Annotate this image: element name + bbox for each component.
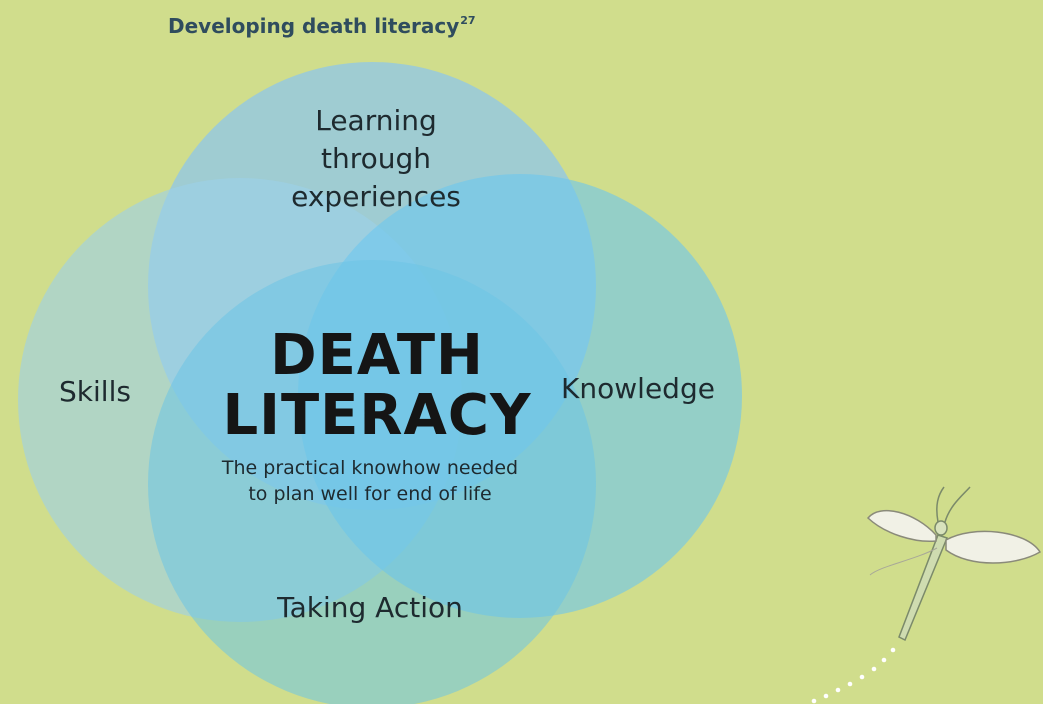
label-learning-line2: through <box>320 142 432 175</box>
center-description-line1: The practical knowhow needed <box>221 457 519 479</box>
diagram-title: Developing death literacy27 <box>168 14 476 38</box>
center-title-line2: LITERACY <box>222 383 532 448</box>
label-learning-through-experiences: Learning through experiences <box>256 102 496 216</box>
label-knowledge: Knowledge <box>561 372 715 405</box>
center-title: DEATH LITERACY <box>212 326 542 446</box>
center-description-line2: to plan well for end of life <box>248 483 492 505</box>
center-description: The practical knowhow needed to plan wel… <box>160 455 580 507</box>
title-text: Developing death literacy <box>168 14 460 38</box>
dragonfly-icon <box>811 486 1042 704</box>
label-learning-line3: experiences <box>291 180 461 213</box>
label-taking-action: Taking Action <box>277 591 463 624</box>
label-learning-line1: Learning <box>315 104 437 137</box>
label-skills: Skills <box>59 375 131 408</box>
circle-action <box>148 260 596 704</box>
center-title-line1: DEATH <box>270 323 484 388</box>
title-footnote: 27 <box>460 14 476 27</box>
